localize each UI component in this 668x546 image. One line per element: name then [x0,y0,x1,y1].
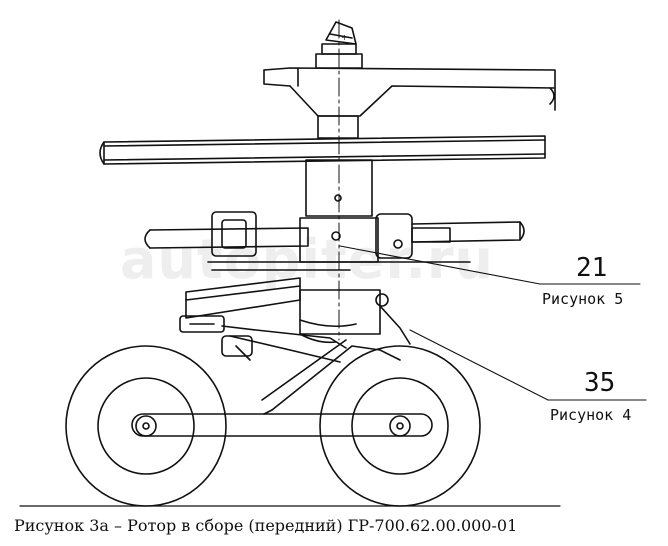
callout-35-reference: Рисунок 4 [550,406,632,424]
lower-bracket [179,277,411,345]
callout-21-reference: Рисунок 5 [542,290,624,308]
vertical-shaft [305,115,373,217]
linkage [221,319,357,363]
watermark: autopiter.ru [120,228,494,291]
figure-caption: Рисунок 3а – Ротор в сборе (передний) ГР… [14,516,518,535]
leader-21 [339,245,541,285]
upper-frame-beam [263,67,556,117]
right-wheel [319,345,481,507]
rotor-arms [144,211,525,271]
left-wheel [65,345,227,507]
axle-frame [131,339,433,437]
leader-35 [409,329,549,401]
callout-35-number: 35 [584,368,616,398]
middle-beam [99,135,546,165]
svg-text:+: + [341,33,348,42]
callout-21-number: 21 [576,253,608,283]
leader-lines [339,245,647,401]
